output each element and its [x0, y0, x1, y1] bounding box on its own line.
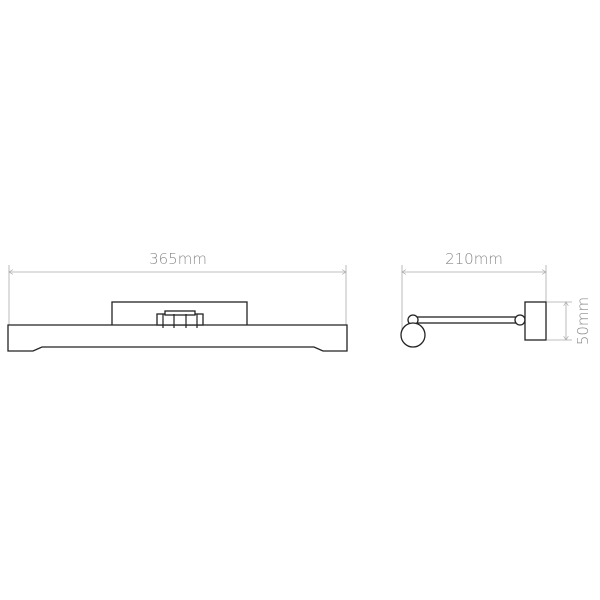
light-bar: [7, 324, 348, 352]
wall-mount-box: [524, 301, 547, 341]
height-label: 50mm: [574, 297, 592, 345]
depth-dimension: 210mm: [402, 250, 546, 330]
arm-joint: [514, 314, 526, 326]
arm: [414, 316, 520, 324]
front-view: 365mm: [7, 250, 348, 352]
light-head: [400, 322, 426, 348]
width-dimension: 365mm: [9, 250, 346, 325]
width-label: 365mm: [149, 250, 207, 268]
mounting-clip: [156, 310, 204, 328]
height-dimension: 50mm: [547, 297, 592, 345]
side-view: 210mm 50mm: [400, 250, 592, 348]
depth-label: 210mm: [445, 250, 503, 268]
